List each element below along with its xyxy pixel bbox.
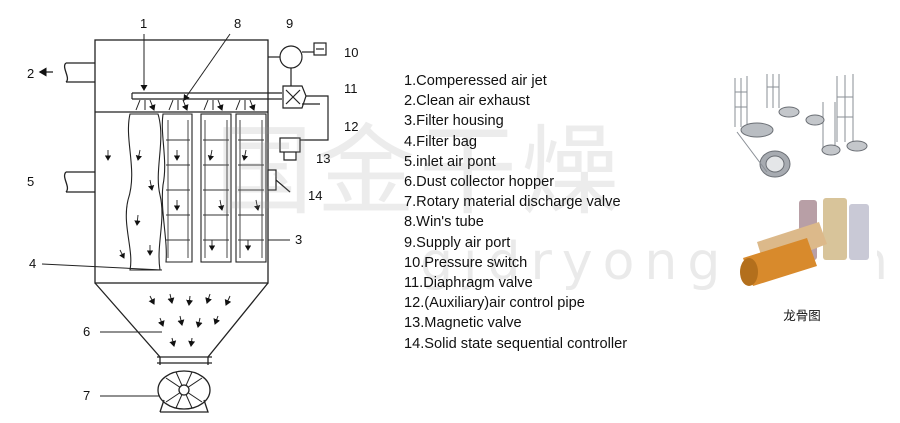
cage-and-bag-photo (727, 72, 877, 290)
legend-item: 8.Win's tube (404, 214, 484, 231)
control-equipment (267, 42, 329, 193)
callout-3: 3 (295, 232, 302, 247)
cage-illustrations (734, 74, 854, 150)
flow-arrows-hopper (148, 293, 232, 347)
diaphragm-valve (282, 85, 307, 109)
magnetic-valve (279, 137, 301, 153)
callout-6: 6 (83, 324, 90, 339)
clean-air-outlet-pipe (38, 62, 95, 83)
parts-legend: 1.Comperessed air jet 2.Clean air exhaus… (404, 71, 627, 354)
callout-11: 11 (344, 81, 358, 96)
callout-13: 13 (316, 151, 330, 166)
legend-item: 4.Filter bag (404, 133, 478, 150)
callout-14: 14 (308, 188, 322, 203)
callout-numbers: 1 2 3 4 5 6 7 8 9 10 11 12 13 14 (27, 16, 358, 403)
callout-leaders (41, 33, 290, 397)
air-jets (135, 99, 254, 110)
callout-4: 4 (29, 256, 36, 271)
legend-item: 10.Pressure switch (404, 254, 528, 271)
callout-12: 12 (344, 119, 358, 134)
legend-item: 12.(Auxiliary)air control pipe (404, 295, 585, 312)
supply-air-port (279, 45, 303, 69)
legend-item: 1.Comperessed air jet (404, 73, 547, 89)
inlet-air-pipe (63, 171, 95, 193)
legend-item: 14.Solid state sequential controller (404, 335, 628, 352)
callout-2: 2 (27, 66, 34, 81)
legend-item: 6.Dust collector hopper (404, 174, 555, 191)
legend-item: 11.Diaphragm valve (404, 275, 533, 292)
legend-item: 3.Filter housing (404, 113, 504, 130)
filter-bag-illustrations (740, 198, 869, 286)
legend-item: 13.Magnetic valve (404, 315, 522, 332)
legend-item: 2.Clean air exhaust (404, 93, 530, 110)
cage-collars (740, 106, 868, 178)
photo-caption: 龙骨图 (783, 308, 821, 323)
dust-collector-hopper (94, 282, 269, 365)
rotary-discharge-valve (157, 370, 211, 413)
sequential-controller (267, 169, 277, 191)
callout-1: 1 (140, 16, 147, 31)
auxiliary-control-pipe (298, 95, 329, 141)
flow-arrows-bags (104, 149, 261, 259)
dust-collector-diagram: 1 2 3 4 5 6 7 8 9 10 11 12 13 14 (27, 16, 358, 413)
legend-item: 7.Rotary material discharge valve (404, 194, 621, 211)
callout-8: 8 (234, 16, 241, 31)
blow-pipe (131, 92, 282, 100)
callout-5: 5 (27, 174, 34, 189)
callout-7: 7 (83, 388, 90, 403)
callout-10: 10 (344, 45, 358, 60)
callout-9: 9 (286, 16, 293, 31)
filter-cages (166, 120, 264, 258)
legend-item: 5.inlet air pont (404, 153, 496, 170)
legend-item: 9.Supply air port (404, 234, 511, 251)
filter-housing (94, 39, 269, 284)
filter-bags (125, 113, 267, 271)
